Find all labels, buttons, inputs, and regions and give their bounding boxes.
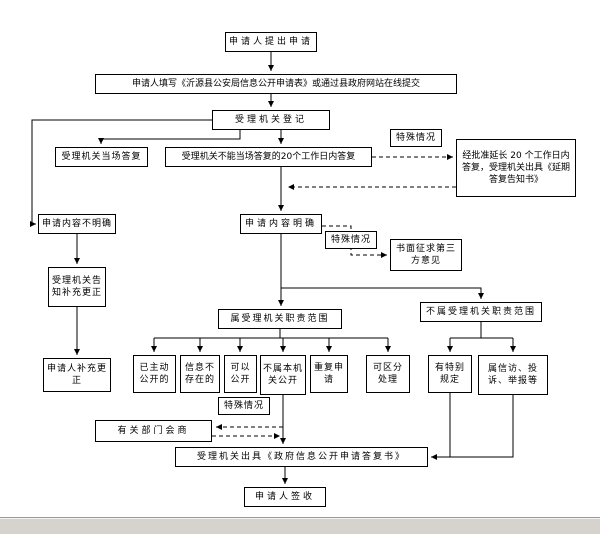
node-separable-handling: 可区分处理 (366, 355, 410, 393)
node-applicant-sign: 申请人签收 (244, 487, 326, 507)
node-repeat-application: 重复申请 (310, 355, 348, 393)
node-already-public: 已主动公开的 (133, 355, 176, 393)
node-within-duty-scope: 属受理机关职责范围 (218, 309, 342, 329)
bottom-bar-highlight (0, 518, 600, 519)
node-extend-20-days: 经批准延长 20 个工作日内答复，受理机关出具《延期答复告知书》 (456, 139, 576, 197)
solid-connectors (30, 52, 516, 484)
node-special-case-1: 特殊情况 (390, 129, 442, 147)
node-info-not-exist: 信息不存在的 (180, 355, 220, 393)
node-departments-consult: 有关部门会商 (95, 420, 212, 442)
node-special-case-3: 特殊情况 (218, 397, 270, 415)
node-notify-supplement: 受理机关告知补充更正 (48, 267, 106, 307)
node-fill-application-form: 申请人填写《沂源县公安局信息公开申请表》或通过县政府网站在线提交 (95, 74, 457, 94)
node-special-case-2: 特殊情况 (325, 231, 377, 249)
node-not-this-organ: 不属本机关公开 (260, 355, 306, 395)
node-can-disclose: 可以公开 (224, 355, 257, 393)
dashed-connectors (212, 154, 456, 439)
node-content-clear: 申请内容明确 (240, 214, 322, 234)
node-reply-within-20-days: 受理机关不能当场答复的20个工作日内答复 (165, 147, 372, 167)
node-issue-reply-document: 受理机关出具《政府信息公开申请答复书》 (175, 447, 428, 467)
node-applicant-supplement: 申请人补充更正 (43, 358, 111, 392)
node-outside-duty-scope: 不属受理机关职责范围 (420, 302, 542, 322)
node-content-unclear: 申请内容不明确 (38, 214, 116, 234)
node-onspot-reply: 受理机关当场答复 (55, 147, 148, 167)
node-register: 受理机关登记 (212, 110, 330, 130)
window-bottom-bar (0, 517, 600, 534)
node-petition-complaint: 属信访、投诉、举报等 (478, 355, 548, 395)
node-applicant-submit: 申请人提出申请 (225, 32, 317, 52)
node-special-provisions: 有特别规定 (428, 355, 472, 393)
node-consult-third-party: 书面征求第三方意见 (390, 239, 462, 271)
